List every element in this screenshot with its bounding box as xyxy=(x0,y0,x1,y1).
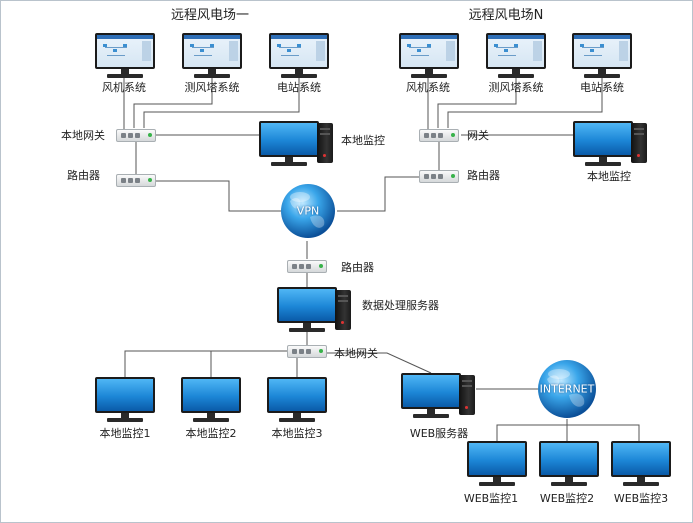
f1-local-monitor-label: 本地监控 xyxy=(341,134,385,147)
fN-gateway-icon xyxy=(419,129,459,142)
f1-router-label: 路由器 xyxy=(67,169,100,182)
web-monitor-2-label: WEB监控2 xyxy=(539,492,595,505)
center-router-label: 路由器 xyxy=(341,261,374,274)
local-monitor-3-icon xyxy=(267,377,327,423)
fN-router-label: 路由器 xyxy=(467,169,500,182)
wire-fN-station xyxy=(447,74,603,128)
f1-gateway-icon xyxy=(116,129,156,142)
f1-wind-label: 风机系统 xyxy=(102,81,146,94)
vpn-globe-icon: VPN xyxy=(280,183,336,239)
center-gateway-icon xyxy=(287,345,327,358)
internet-globe-icon: INTERNET xyxy=(537,359,597,419)
fN-local-tower-icon xyxy=(631,123,647,163)
local-monitor-3-label: 本地监控3 xyxy=(271,427,323,440)
web-server-label: WEB服务器 xyxy=(409,427,469,440)
f1-station-monitor xyxy=(269,33,329,79)
wire-gateway-webserver xyxy=(327,352,432,374)
vpn-label: VPN xyxy=(296,204,320,218)
wire-fN-router-vpn xyxy=(337,176,419,212)
web-monitor-1-label: WEB监控1 xyxy=(463,492,519,505)
f1-station-label: 电站系统 xyxy=(277,81,321,94)
wire-f1-router-vpn xyxy=(156,180,281,212)
fN-tower-monitor xyxy=(486,33,546,79)
fN-wind-label: 风机系统 xyxy=(406,81,450,94)
web-server-tower-icon xyxy=(459,375,475,415)
center-router-icon xyxy=(287,260,327,273)
fN-gateway-label: 网关 xyxy=(467,129,489,142)
web-monitor-2-icon xyxy=(539,441,599,487)
web-server-monitor-icon xyxy=(401,373,461,419)
web-monitor-3-label: WEB监控3 xyxy=(613,492,669,505)
fN-station-label: 电站系统 xyxy=(580,81,624,94)
f1-gateway-label: 本地网关 xyxy=(61,129,105,142)
local-monitor-2-icon xyxy=(181,377,241,423)
wire-f1-tower xyxy=(133,74,213,128)
fN-local-monitor-icon xyxy=(573,121,633,167)
f1-tower-monitor xyxy=(182,33,242,79)
fN-station-monitor xyxy=(572,33,632,79)
local-monitor-1-icon xyxy=(95,377,155,423)
wire-gateway-monitors xyxy=(124,350,287,377)
wire-internet-web3 xyxy=(567,424,640,441)
center-gateway-label: 本地网关 xyxy=(334,347,378,360)
f1-tower-label: 测风塔系统 xyxy=(184,81,240,94)
wire-internet-webs xyxy=(496,419,568,441)
web-monitor-1-icon xyxy=(467,441,527,487)
data-server-monitor-icon xyxy=(277,287,337,333)
f1-router-icon xyxy=(116,174,156,187)
local-monitor-2-label: 本地监控2 xyxy=(185,427,237,440)
fN-local-monitor-label: 本地监控 xyxy=(587,170,631,183)
farmN-title: 远程风电场N xyxy=(468,8,544,23)
farm1-title: 远程风电场一 xyxy=(170,8,250,23)
f1-local-monitor-icon xyxy=(259,121,319,167)
web-monitor-3-icon xyxy=(611,441,671,487)
fN-router-icon xyxy=(419,170,459,183)
fN-wind-monitor xyxy=(399,33,459,79)
wire-f1-station xyxy=(143,74,300,128)
fN-tower-label: 测风塔系统 xyxy=(488,81,544,94)
wire-fN-tower xyxy=(437,74,517,128)
local-monitor-1-label: 本地监控1 xyxy=(99,427,151,440)
internet-label: INTERNET xyxy=(539,382,595,396)
f1-wind-monitor xyxy=(95,33,155,79)
data-server-tower-icon xyxy=(335,290,351,330)
data-server-label: 数据处理服务器 xyxy=(362,299,439,312)
f1-local-tower-icon xyxy=(317,123,333,163)
